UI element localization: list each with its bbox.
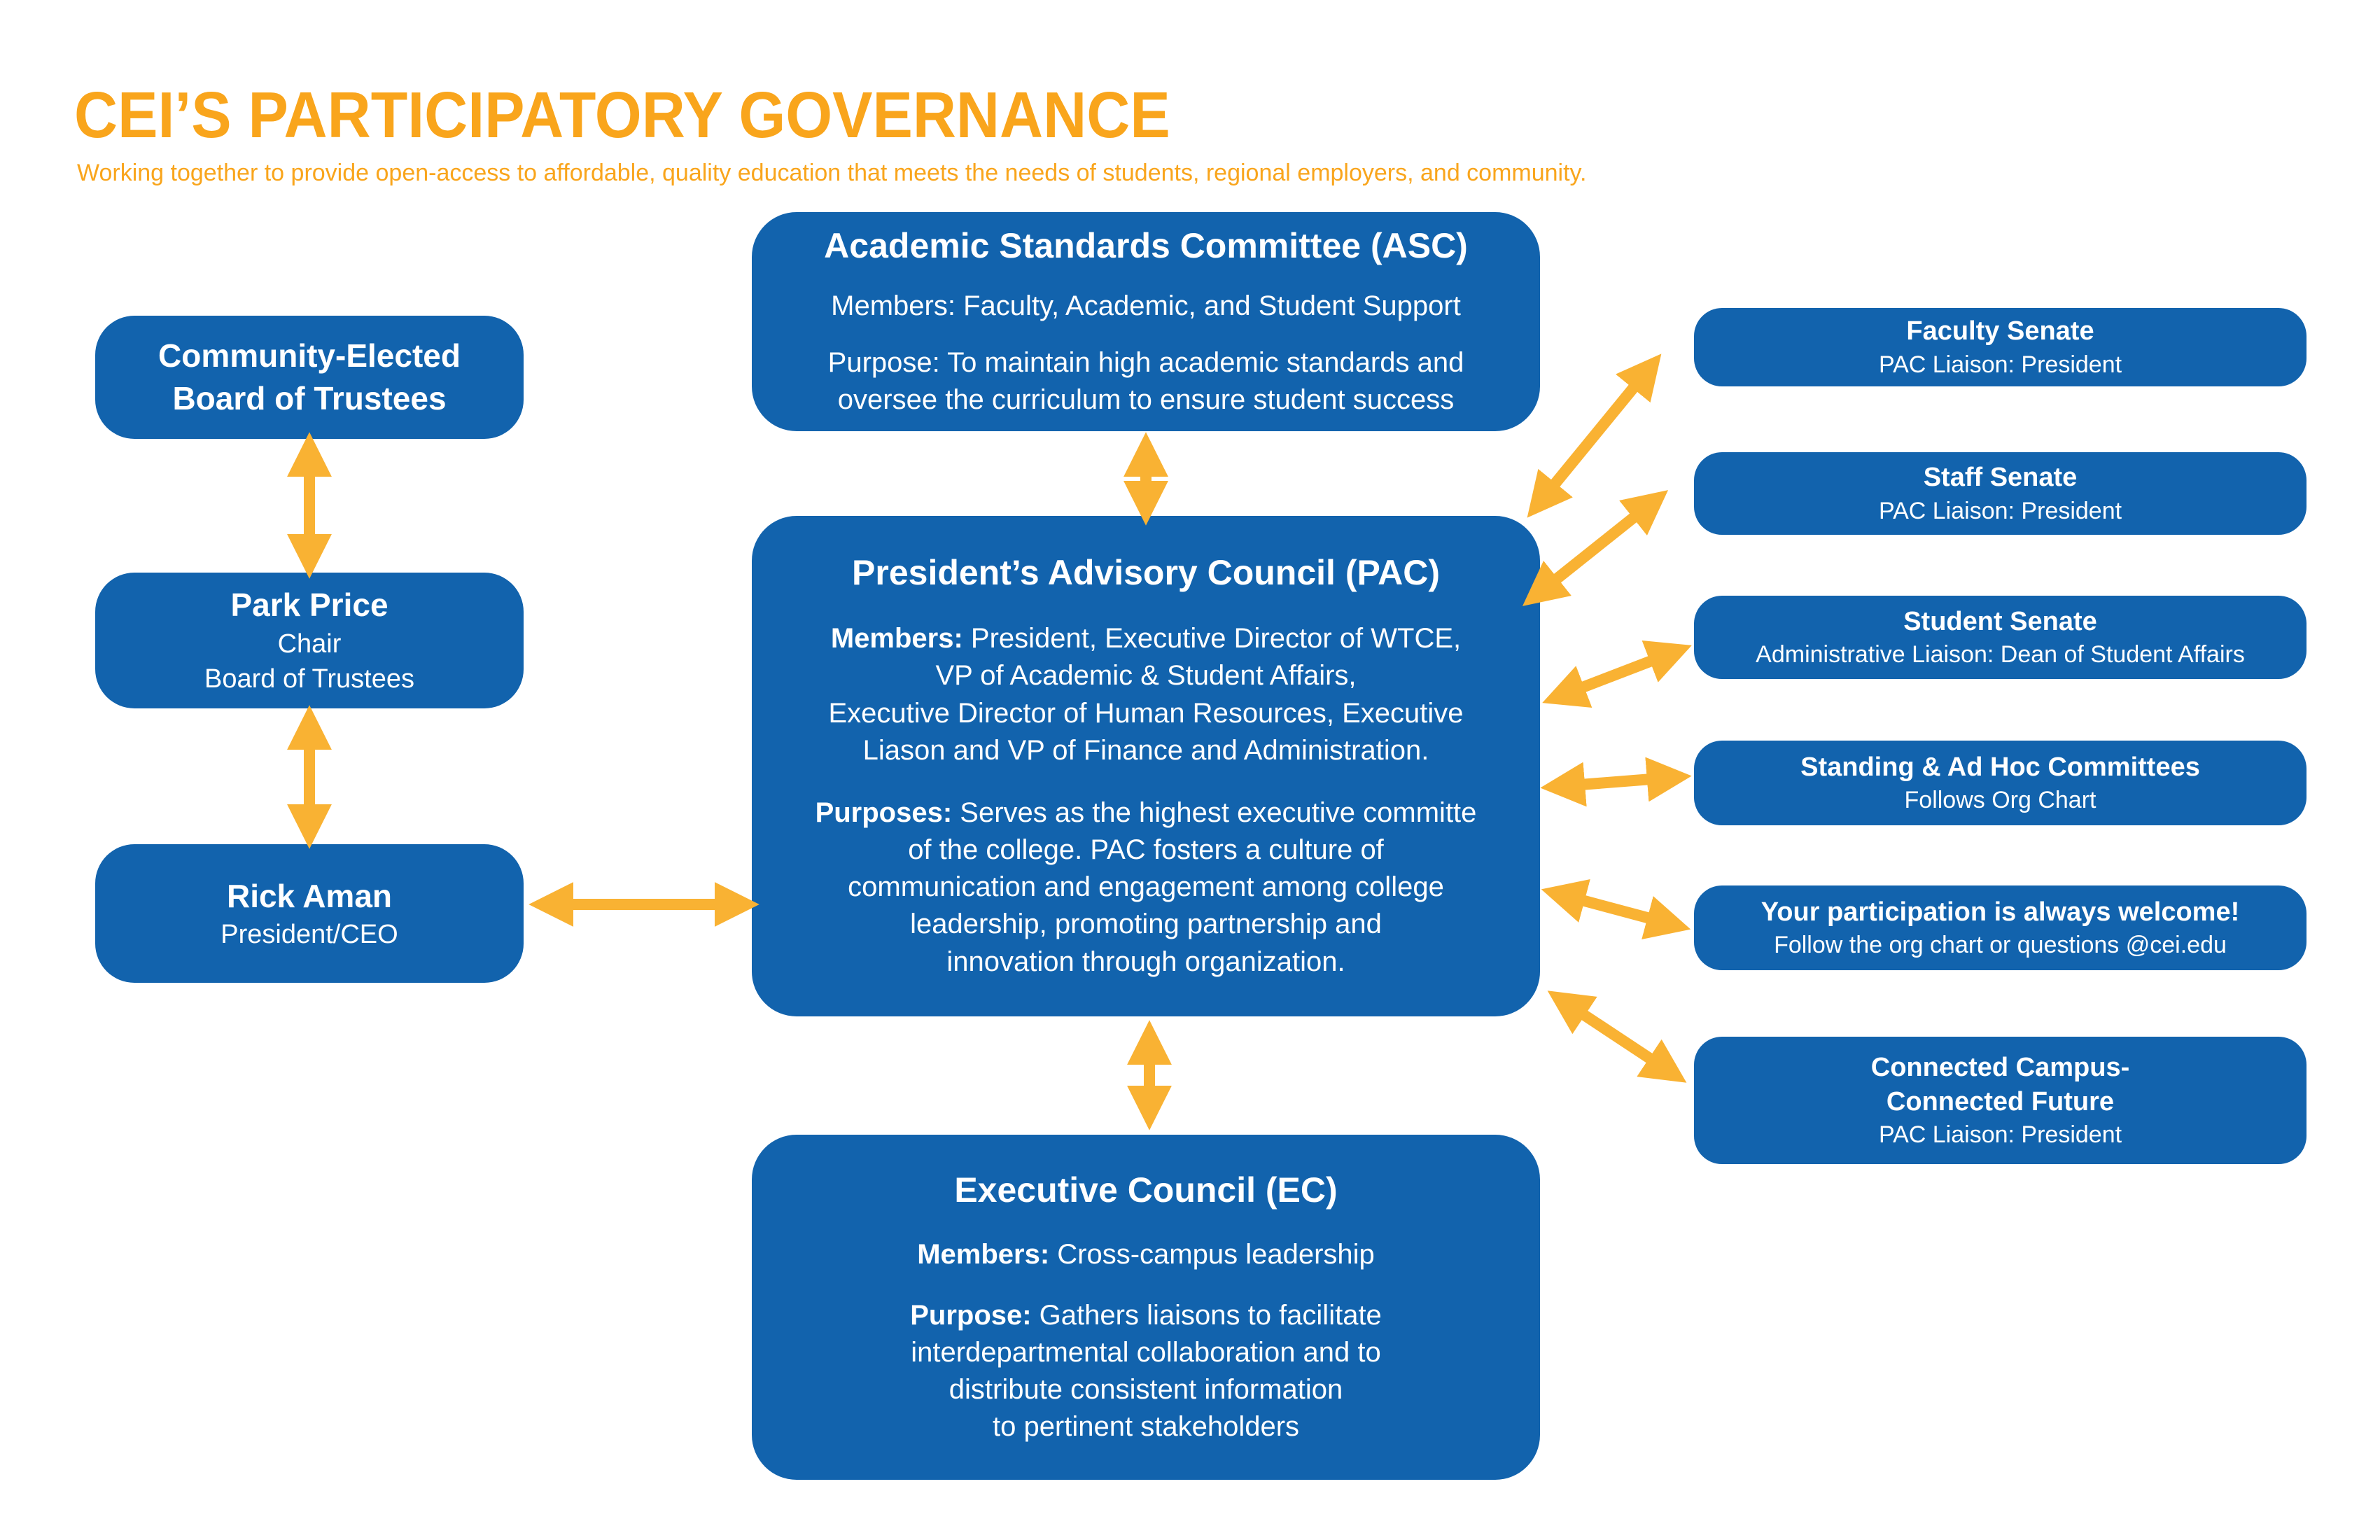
president-role: President/CEO xyxy=(220,920,398,950)
asc-members: Members: Faculty, Academic, and Student … xyxy=(831,290,1461,321)
asc-title: Academic Standards Committee (ASC) xyxy=(824,225,1468,265)
connected-campus-box: Connected Campus- Connected Future PAC L… xyxy=(1694,1037,2306,1164)
chair-name: Park Price xyxy=(230,587,388,624)
arrow-pac-participation xyxy=(1541,879,1691,939)
faculty-senate-box: Faculty Senate PAC Liaison: President xyxy=(1694,308,2306,386)
page-subtitle: Working together to provide open-access … xyxy=(77,160,1587,186)
asc-purpose: Purpose: To maintain high academic stand… xyxy=(827,346,1464,416)
participation-box: Your participation is always welcome! Fo… xyxy=(1694,886,2306,970)
president-name: Rick Aman xyxy=(226,877,393,914)
committees-box: Standing & Ad Hoc Committees Follows Org… xyxy=(1694,741,2306,825)
pac-purposes: Purposes: Serves as the highest executiv… xyxy=(815,797,1477,977)
pac-box: President’s Advisory Council (PAC) Membe… xyxy=(752,516,1540,1016)
board-of-trustees-box: Community-Elected Board of Trustees xyxy=(95,316,524,439)
ec-box: Executive Council (EC) Members: Cross-ca… xyxy=(752,1135,1540,1480)
chair-box: Park Price Chair Board of Trustees xyxy=(95,573,524,708)
ec-members: Members: Cross-campus leadership xyxy=(917,1238,1375,1270)
pac-title: President’s Advisory Council (PAC) xyxy=(852,553,1440,593)
arrow-pac-committees xyxy=(1540,757,1692,807)
board-of-trustees-label: Community-Elected Board of Trustees xyxy=(158,337,461,416)
page-title: CEI’S PARTICIPATORY GOVERNANCE xyxy=(74,79,1170,152)
president-box: Rick Aman President/CEO xyxy=(95,844,524,983)
chair-role: Chair Board of Trustees xyxy=(204,629,414,694)
student-senate-box: Student Senate Administrative Liaison: D… xyxy=(1694,596,2306,679)
asc-box: Academic Standards Committee (ASC) Membe… xyxy=(752,212,1540,431)
staff-senate-box: Staff Senate PAC Liaison: President xyxy=(1694,452,2306,535)
arrow-pac-faculty-senate xyxy=(1527,354,1662,518)
arrow-pac-student-senate xyxy=(1542,640,1692,708)
ec-title: Executive Council (EC) xyxy=(954,1170,1338,1210)
ec-purpose: Purpose: Gathers liaisons to facilitate … xyxy=(910,1299,1382,1443)
arrow-pac-connected-campus xyxy=(1547,990,1687,1083)
arrow-pac-staff-senate xyxy=(1522,490,1669,606)
pac-members: Members: President, Executive Director o… xyxy=(828,623,1464,766)
